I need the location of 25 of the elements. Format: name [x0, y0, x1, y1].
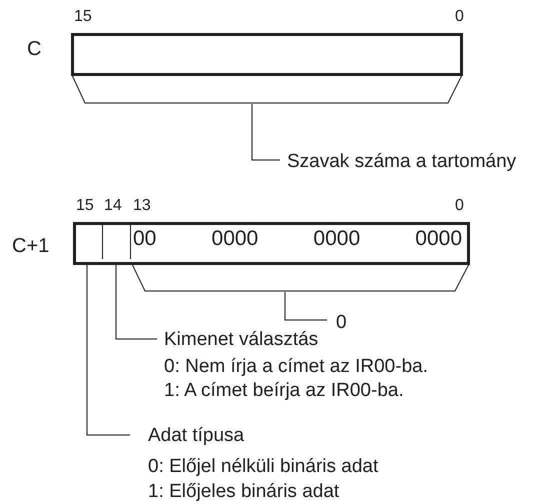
annotation-text: Szavak száma a tartomány — [287, 152, 516, 171]
bit-number: 0 — [455, 9, 464, 25]
bit-number: 15 — [74, 9, 92, 25]
register-box — [73, 222, 470, 265]
bit-number: 0 — [455, 198, 464, 214]
leader-line — [284, 292, 328, 320]
value-text: 0 — [336, 313, 347, 332]
bit-number: 13 — [133, 198, 151, 214]
register-box — [71, 33, 463, 76]
leader-line — [116, 264, 158, 340]
leader-line — [86, 264, 130, 436]
range-bracket — [71, 75, 463, 104]
field-heading: Kimenet választás — [164, 330, 318, 349]
option-text: 0: Nem írja a címet az IR00-ba. — [164, 357, 428, 376]
bit-number: 14 — [104, 198, 122, 214]
option-text: 1: Előjeles bináris adat — [148, 482, 340, 501]
register-label: C — [27, 39, 42, 59]
leader-line — [252, 104, 280, 160]
register-label: C+1 — [12, 236, 50, 256]
bit-number: 15 — [76, 198, 94, 214]
range-bracket — [131, 264, 470, 292]
option-text: 0: Előjel nélküli bináris adat — [148, 457, 378, 476]
option-text: 1: A címet beírja az IR00-ba. — [164, 381, 404, 400]
bit-value-text: 00 0000 0000 0000 — [133, 228, 462, 249]
field-heading: Adat típusa — [148, 426, 244, 445]
